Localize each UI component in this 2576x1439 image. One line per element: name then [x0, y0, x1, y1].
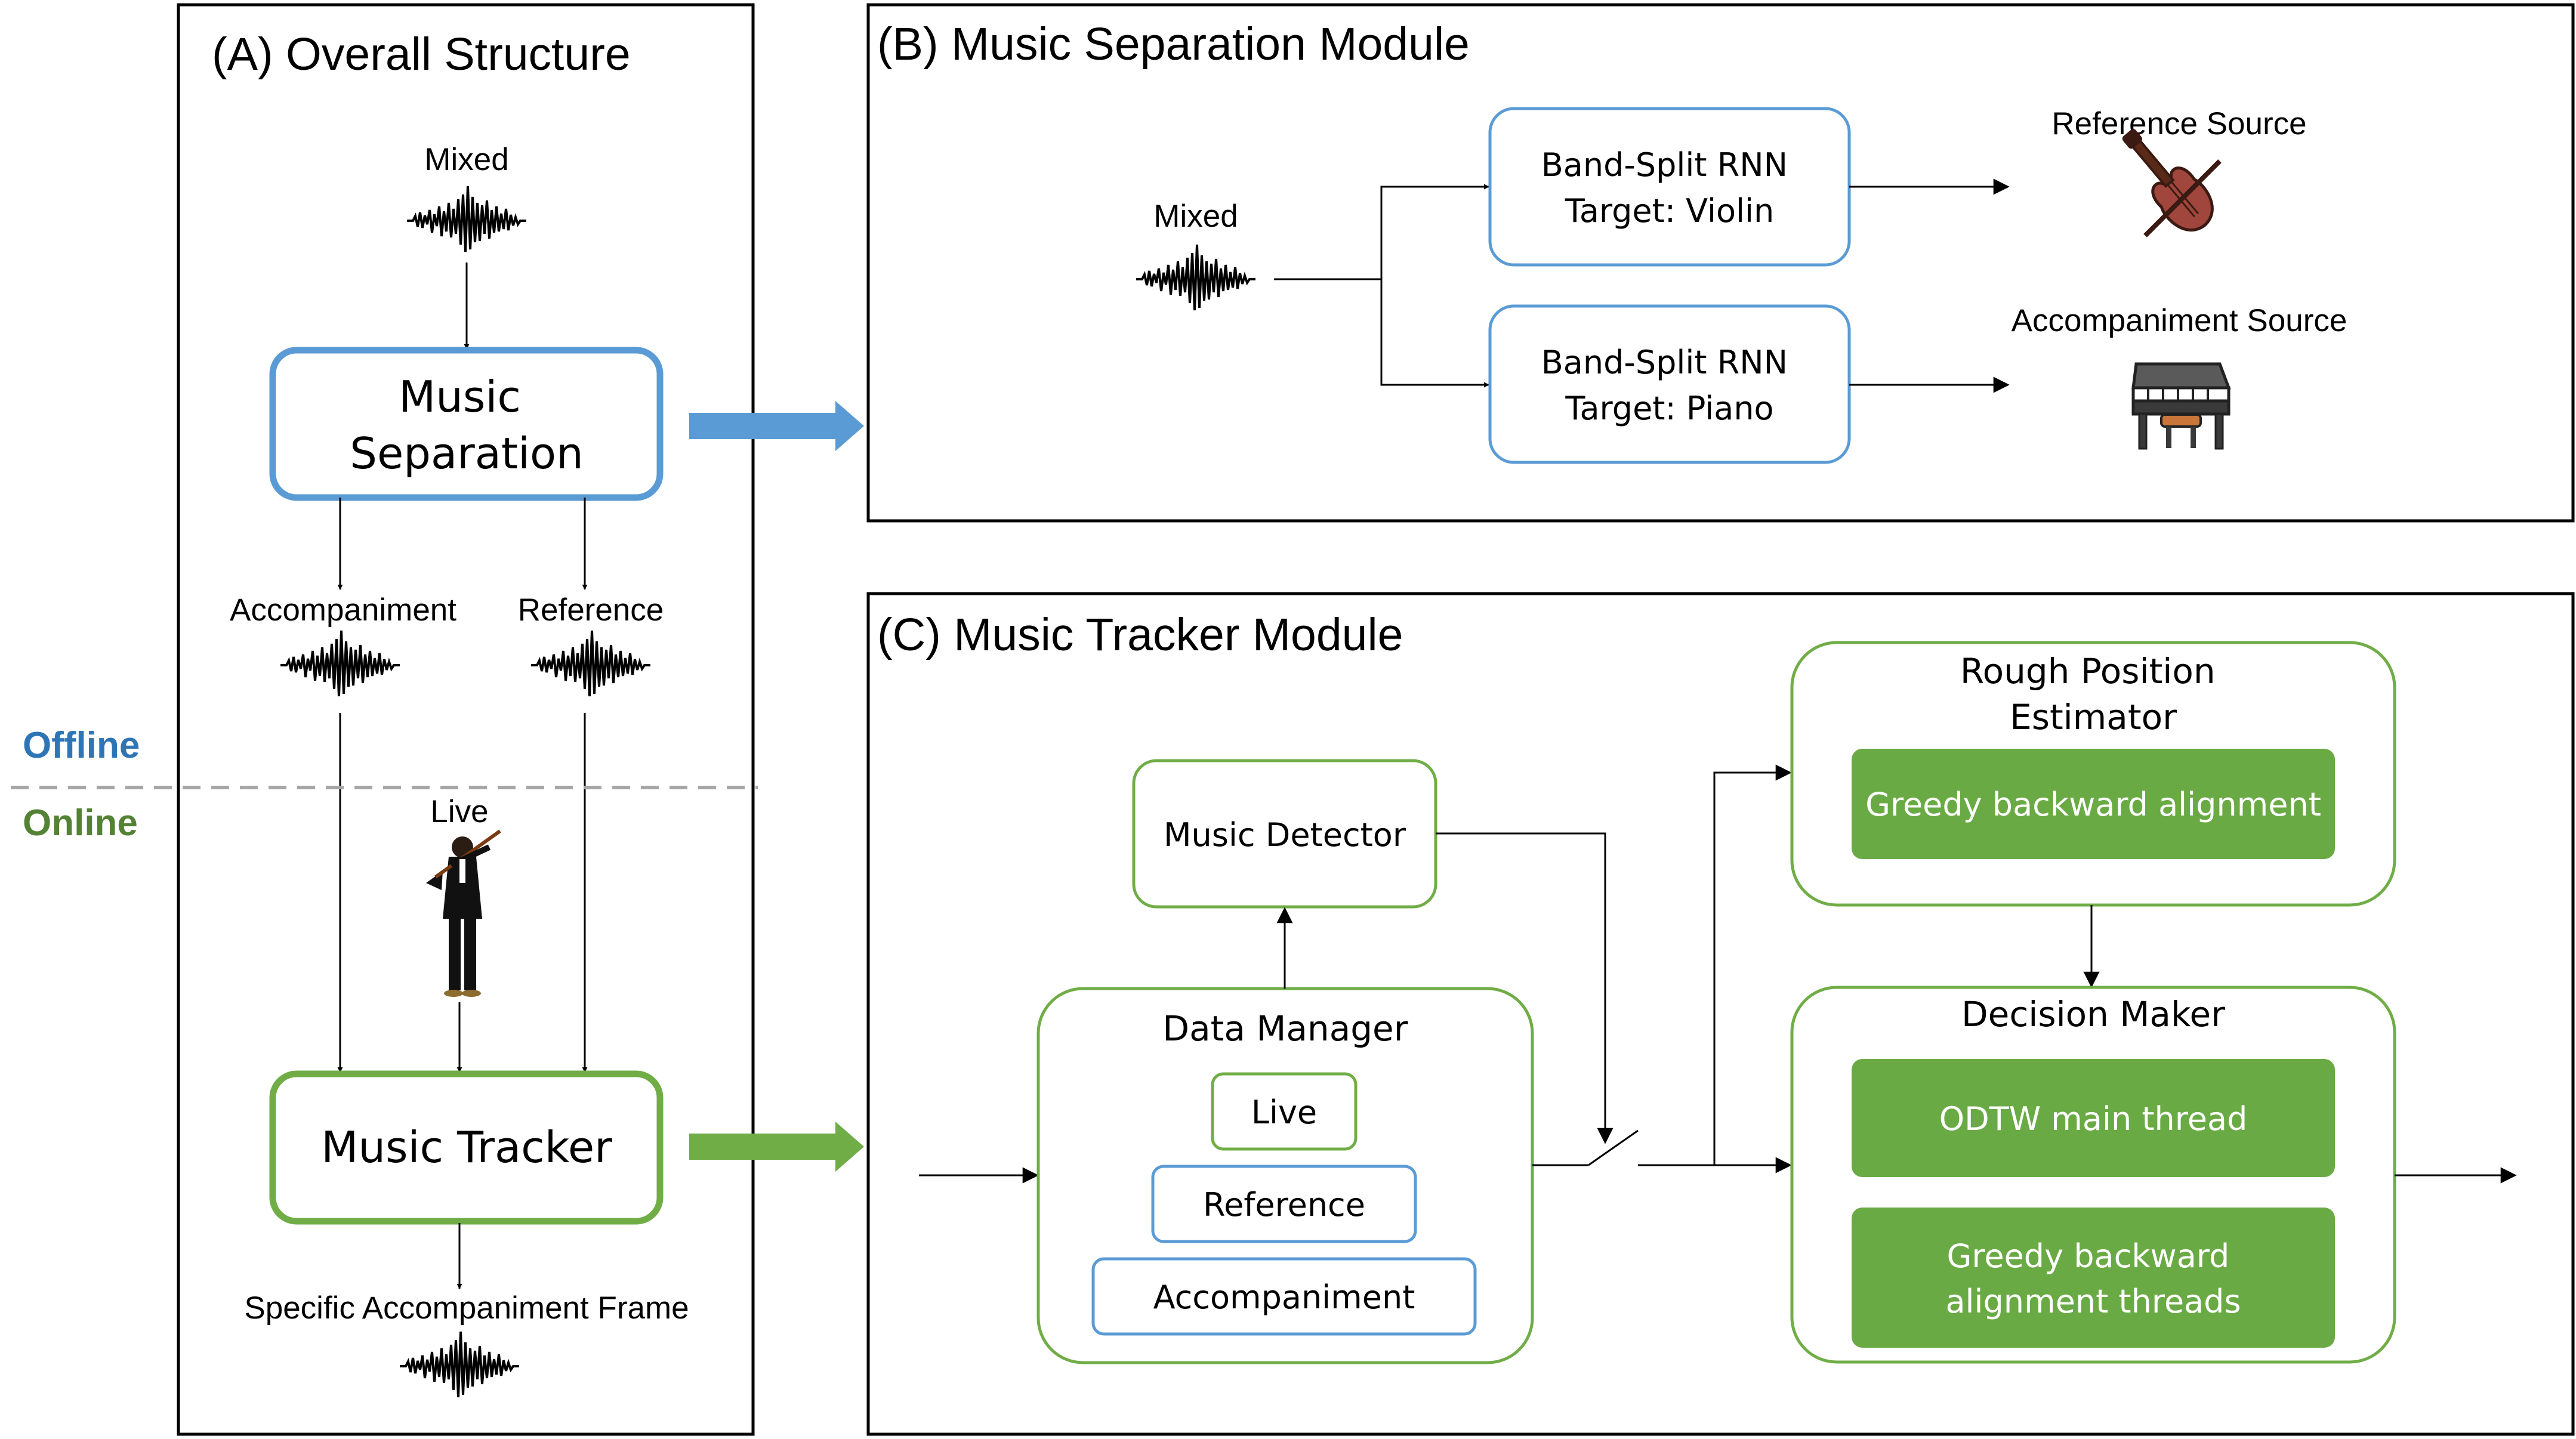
odtw-box [1852, 1059, 2335, 1177]
offline-label: Offline [23, 725, 140, 766]
output-label: Specific Accompaniment Frame [244, 1290, 689, 1326]
music-separation-box [269, 347, 664, 501]
panel-a-overall-structure: (A) Overall Structure Mixed Music Separa… [177, 3, 755, 1436]
music-tracker-label: Music Tracker [321, 1122, 612, 1172]
reference-source-label: Reference Source [2051, 106, 2306, 141]
mixed-waveform-icon [406, 185, 527, 253]
accompaniment-label: Accompaniment [230, 592, 456, 628]
greedy-backward-box [1852, 749, 2335, 859]
live-label: Live [430, 794, 488, 829]
violin-bow [2143, 159, 2222, 237]
rough-position-label: Rough Position Estimator [1960, 651, 2226, 737]
panel-c-music-tracker: (C) Music Tracker Module Music Detector … [866, 592, 2575, 1436]
output-waveform-icon [399, 1330, 520, 1398]
online-label: Online [23, 802, 138, 844]
blue-connector-arrow [689, 401, 864, 451]
decision-maker-label: Decision Maker [1961, 994, 2225, 1035]
music-separation-label: Music Separation [350, 372, 583, 478]
reference-waveform-icon [530, 629, 652, 697]
greedy-backward-label: Greedy backward alignment [1865, 786, 2321, 823]
panel-b-mixed-label: Mixed [1153, 199, 1238, 234]
reference-box-label: Reference [1203, 1186, 1365, 1224]
panel-c-title: (C) Music Tracker Module [877, 609, 1403, 660]
data-manager-label: Data Manager [1162, 1008, 1408, 1049]
panel-c-frame [866, 592, 2575, 1436]
mixed-label: Mixed [424, 142, 508, 177]
panel-b-frame [866, 3, 2575, 523]
reference-label: Reference [518, 592, 664, 628]
accompaniment-source-label: Accompaniment Source [2012, 303, 2347, 338]
live-box [1211, 1072, 1358, 1151]
reference-box [1151, 1165, 1417, 1243]
rnn-violin-label: Band-Split RNN Target: Violin [1541, 146, 1798, 230]
greedy-threads-label: Greedy backward alignment threads [1945, 1237, 2241, 1320]
rnn-violin-box [1488, 107, 1851, 267]
panel-b-mixed-waveform-icon [1135, 243, 1257, 311]
panel-b-music-separation: (B) Music Separation Module Mixed Band-S… [866, 3, 2575, 523]
accompaniment-box-label: Accompaniment [1153, 1279, 1415, 1316]
live-box-label: Live [1251, 1094, 1317, 1131]
piano-icon [2131, 362, 2231, 450]
rnn-piano-label: Band-Split RNN Target: Piano [1541, 344, 1798, 427]
panel-a-title: (A) Overall Structure [212, 29, 631, 80]
violinist-icon [426, 829, 501, 997]
odtw-label: ODTW main thread [1939, 1100, 2248, 1138]
green-connector-arrow [689, 1122, 864, 1172]
music-detector-label: Music Detector [1164, 816, 1406, 854]
accompaniment-box [1091, 1257, 1477, 1336]
rnn-piano-box [1488, 304, 1851, 464]
panel-a-frame [177, 3, 755, 1436]
music-tracker-box [269, 1070, 664, 1225]
greedy-threads-box [1852, 1208, 2335, 1348]
panel-b-title: (B) Music Separation Module [877, 18, 1470, 70]
switch-icon [1588, 1129, 1639, 1166]
accompaniment-waveform-icon [279, 629, 401, 697]
